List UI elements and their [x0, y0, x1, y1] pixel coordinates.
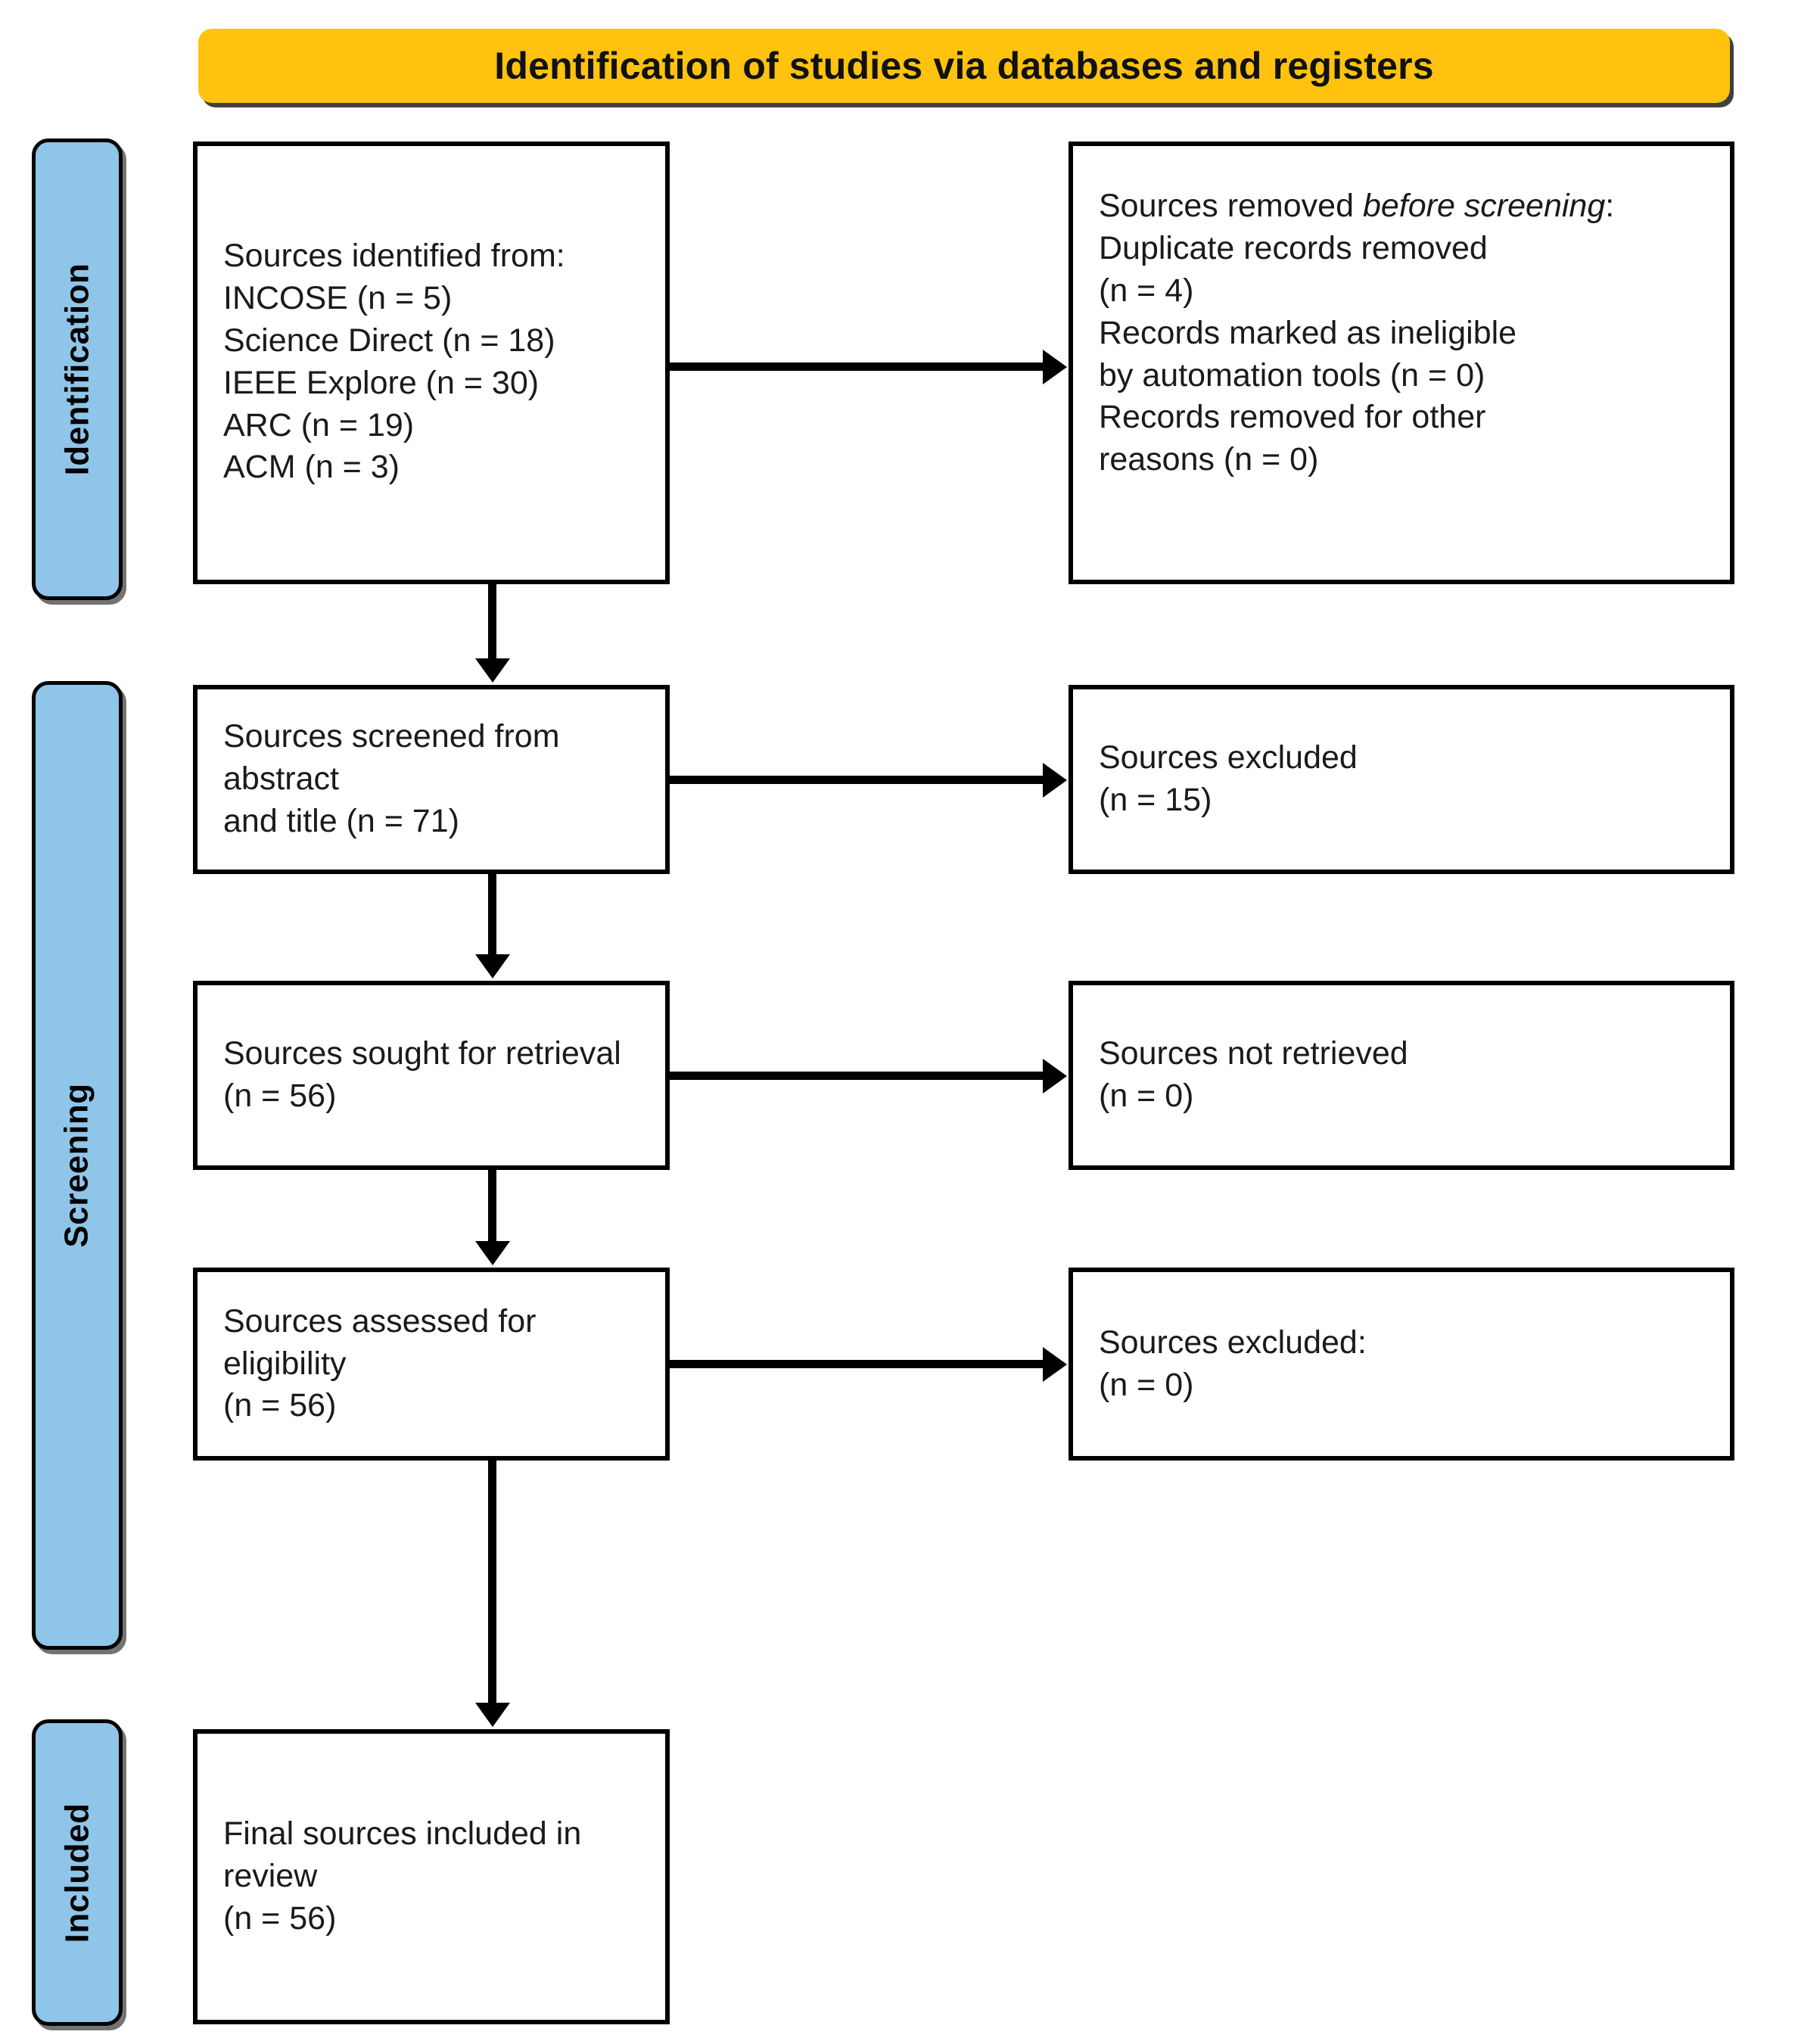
arrow-right-identified-to-removed [670, 362, 1044, 371]
flow-box-sources-excluded-screening: Sources excluded (n = 15) [1069, 685, 1734, 874]
arrow-down-sought-to-assessed [488, 1170, 496, 1243]
stage-label-screening: Screening [58, 1083, 95, 1248]
sources-removed-body: Duplicate records removed (n = 4) Record… [1099, 229, 1517, 478]
flow-box-sources-not-retrieved: Sources not retrieved (n = 0) [1069, 981, 1734, 1170]
stage-bar-included: Included [32, 1719, 123, 2026]
sources-identified-text: Sources identified from: INCOSE (n = 5) … [223, 238, 565, 486]
flow-box-sources-excluded-eligibility: Sources excluded: (n = 0) [1069, 1268, 1734, 1461]
arrow-right-assessed-to-excluded [670, 1360, 1044, 1368]
stage-label-identification: Identification [58, 263, 95, 476]
flow-box-sources-assessed-for-eligibility: Sources assessed for eligibility (n = 56… [193, 1268, 670, 1461]
diagram-header-banner: Identification of studies via databases … [198, 29, 1730, 103]
sources-removed-lead-tail: : [1605, 188, 1615, 224]
sources-excluded-screening-text: Sources excluded (n = 15) [1099, 739, 1358, 818]
stage-bar-identification: Identification [32, 138, 123, 600]
sources-removed-text: Sources removed before screening: Duplic… [1099, 185, 1704, 481]
arrow-down-identified-to-screened [488, 584, 496, 660]
arrow-right-sought-to-not-retrieved [670, 1072, 1044, 1080]
sources-screened-text: Sources screened from abstract and title… [223, 718, 560, 839]
sources-sought-text: Sources sought for retrieval (n = 56) [223, 1035, 621, 1114]
flow-box-sources-identified: Sources identified from: INCOSE (n = 5) … [193, 142, 670, 584]
arrow-down-screened-to-sought [488, 874, 496, 956]
flow-box-sources-sought-for-retrieval: Sources sought for retrieval (n = 56) [193, 981, 670, 1170]
sources-excluded-eligibility-text: Sources excluded: (n = 0) [1099, 1324, 1367, 1403]
flow-box-final-sources-included: Final sources included in review (n = 56… [193, 1729, 670, 2024]
sources-assessed-text: Sources assessed for eligibility (n = 56… [223, 1302, 537, 1424]
arrow-down-assessed-to-final [488, 1461, 496, 1704]
sources-not-retrieved-text: Sources not retrieved (n = 0) [1099, 1035, 1408, 1114]
stage-label-included: Included [58, 1803, 95, 1943]
final-sources-included-text: Final sources included in review (n = 56… [223, 1815, 582, 1937]
stage-bar-screening: Screening [32, 681, 123, 1650]
sources-removed-emphasis: before screening [1362, 188, 1606, 224]
arrow-right-screened-to-excluded [670, 776, 1044, 784]
page-title: Identification of studies via databases … [494, 44, 1434, 87]
flow-box-sources-removed-before-screening: Sources removed before screening: Duplic… [1069, 142, 1734, 584]
flow-box-sources-screened: Sources screened from abstract and title… [193, 685, 670, 874]
sources-removed-lead: Sources removed [1099, 188, 1363, 224]
